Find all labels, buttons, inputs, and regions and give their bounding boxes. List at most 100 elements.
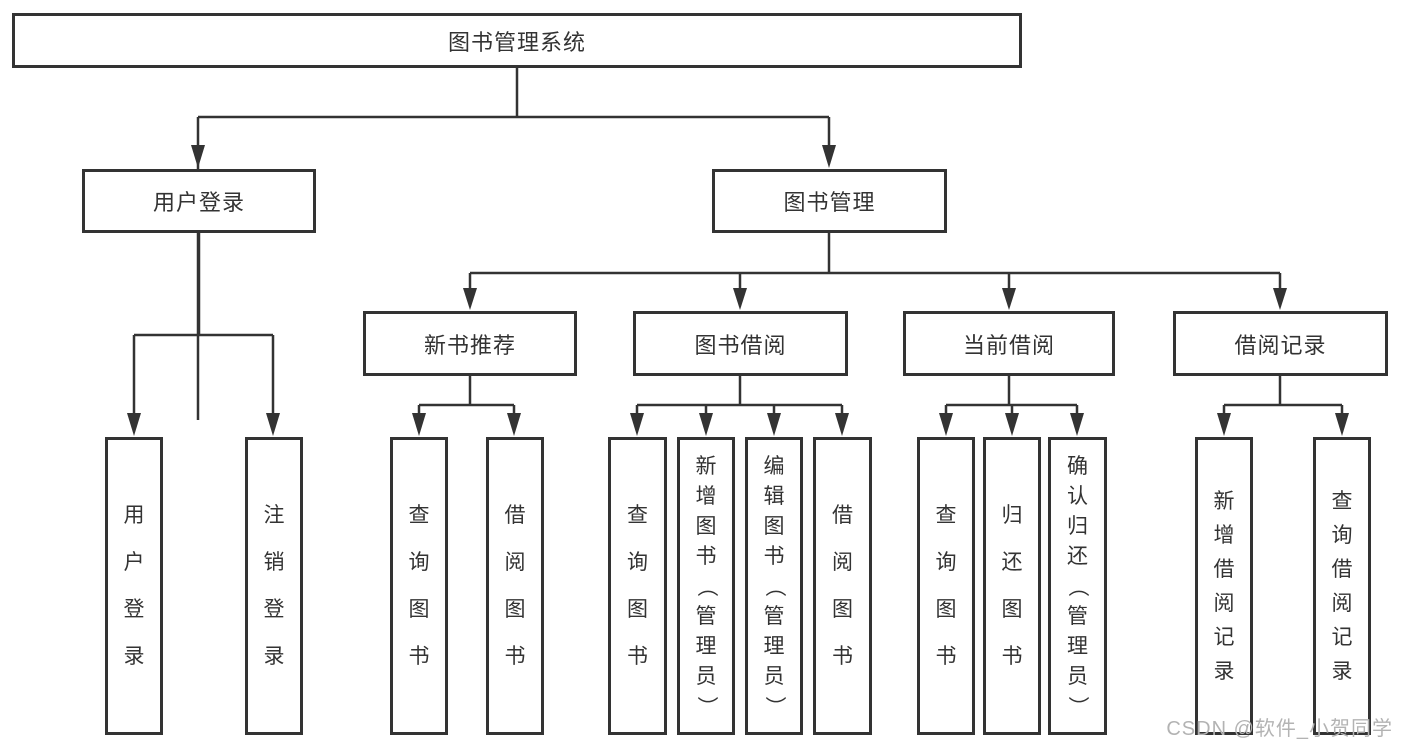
vertical-char: 管 xyxy=(695,604,717,628)
leaf-logout: 注销登录 xyxy=(245,437,303,735)
vertical-char: （ xyxy=(1066,575,1089,597)
vertical-char: 查 xyxy=(1331,489,1353,513)
vertical-char: 新 xyxy=(1213,489,1235,513)
vertical-char: 询 xyxy=(1331,523,1353,547)
connector-borrowrecord-subtree xyxy=(1222,376,1344,420)
vertical-char: 阅 xyxy=(1213,591,1235,615)
leaf-query-books-borrow: 查询图书 xyxy=(608,437,667,735)
arrowhead xyxy=(630,413,644,436)
vertical-char: 书 xyxy=(504,645,526,668)
vertical-char: 录 xyxy=(1213,659,1235,683)
leaf-edit-book-admin: 编辑图书（管理员） xyxy=(745,437,803,735)
vertical-char: 询 xyxy=(408,551,430,574)
node-book-borrow: 图书借阅 xyxy=(633,311,848,376)
arrowheads xyxy=(127,145,1349,436)
arrowhead xyxy=(1002,288,1016,310)
arrowhead xyxy=(835,413,849,436)
vertical-char: 书 xyxy=(1001,645,1023,668)
leaf-query-borrow-record: 查询借阅记录 xyxy=(1313,437,1371,735)
vertical-char: 记 xyxy=(1213,625,1235,649)
leaf-query-books-recommend: 查询图书 xyxy=(390,437,448,735)
vertical-char: 阅 xyxy=(504,551,526,574)
vertical-char: 员 xyxy=(695,664,717,688)
arrowhead xyxy=(1217,413,1231,436)
vertical-char: 录 xyxy=(1331,659,1353,683)
node-new-book-recommend: 新书推荐 xyxy=(363,311,577,376)
vertical-char: 归 xyxy=(1067,514,1088,538)
connector-bookmgmt-to-level3 xyxy=(468,233,1282,295)
vertical-char: 户 xyxy=(123,551,145,574)
vertical-char: 图 xyxy=(504,598,526,621)
vertical-char: 书 xyxy=(832,645,853,668)
vertical-char: 书 xyxy=(935,645,957,668)
vertical-char: 录 xyxy=(263,645,285,668)
vertical-char: 图 xyxy=(832,598,853,621)
leaf-query-books-current: 查询图书 xyxy=(917,437,975,735)
vertical-char: 图 xyxy=(935,598,957,621)
vertical-char: 辑 xyxy=(763,484,785,508)
arrowhead xyxy=(507,413,521,436)
arrowhead xyxy=(822,145,836,168)
node-book-management: 图书管理 xyxy=(712,169,947,233)
vertical-char: （ xyxy=(694,575,718,597)
vertical-char: 录 xyxy=(123,645,145,668)
vertical-char: 增 xyxy=(695,484,717,508)
vertical-char: 还 xyxy=(1067,544,1088,568)
arrowhead xyxy=(463,288,477,310)
vertical-char: 书 xyxy=(763,544,785,568)
vertical-char: 图 xyxy=(627,598,648,621)
vertical-char: 确 xyxy=(1067,454,1088,478)
node-current-borrow: 当前借阅 xyxy=(903,311,1115,376)
vertical-char: 理 xyxy=(763,634,785,658)
arrowhead xyxy=(1070,413,1084,436)
arrowhead xyxy=(939,413,953,436)
vertical-char: 员 xyxy=(763,664,785,688)
vertical-char: 注 xyxy=(263,504,285,527)
vertical-char: 登 xyxy=(123,598,145,621)
vertical-char: 阅 xyxy=(832,551,853,574)
arrowhead xyxy=(127,413,141,436)
vertical-char: 借 xyxy=(1213,557,1235,581)
vertical-char: 图 xyxy=(408,598,430,621)
vertical-char: ） xyxy=(694,695,718,717)
arrowhead xyxy=(767,413,781,436)
vertical-char: 销 xyxy=(263,551,285,574)
vertical-char: 图 xyxy=(1001,598,1023,621)
vertical-char: 书 xyxy=(408,645,430,668)
arrowhead xyxy=(1335,413,1349,436)
vertical-char: 图 xyxy=(763,514,785,538)
arrowhead xyxy=(733,288,747,310)
vertical-char: 管 xyxy=(763,604,785,628)
vertical-char: 用 xyxy=(123,504,145,527)
leaf-confirm-return-admin: 确认归还（管理员） xyxy=(1048,437,1107,735)
vertical-char: 询 xyxy=(935,551,957,574)
vertical-char: 归 xyxy=(1001,504,1023,527)
arrowhead xyxy=(266,413,280,436)
vertical-char: 借 xyxy=(504,504,526,527)
vertical-char: 还 xyxy=(1001,551,1023,574)
connector-userlogin-subtree xyxy=(132,233,275,420)
vertical-char: 查 xyxy=(935,504,957,527)
connector-bookborrow-subtree xyxy=(635,376,844,420)
leaf-user-login: 用户登录 xyxy=(105,437,163,735)
leaf-borrow-books-recommend: 借阅图书 xyxy=(486,437,544,735)
vertical-char: ） xyxy=(1066,695,1089,717)
vertical-char: ） xyxy=(762,695,786,717)
connector-newbook-subtree xyxy=(417,376,516,420)
vertical-char: 借 xyxy=(832,504,853,527)
vertical-char: 新 xyxy=(695,454,717,478)
vertical-char: 书 xyxy=(695,544,717,568)
leaf-return-book: 归还图书 xyxy=(983,437,1041,735)
vertical-char: 借 xyxy=(1331,557,1353,581)
vertical-char: 阅 xyxy=(1331,591,1353,615)
leaf-add-borrow-record: 新增借阅记录 xyxy=(1195,437,1253,735)
vertical-char: 认 xyxy=(1067,484,1088,508)
connector-currentborrow-subtree xyxy=(944,376,1079,420)
vertical-char: 员 xyxy=(1067,664,1088,688)
vertical-char: 登 xyxy=(263,598,285,621)
node-library-system: 图书管理系统 xyxy=(12,13,1022,68)
vertical-char: 书 xyxy=(627,645,648,668)
vertical-char: 查 xyxy=(408,504,430,527)
vertical-char: 管 xyxy=(1067,604,1088,628)
